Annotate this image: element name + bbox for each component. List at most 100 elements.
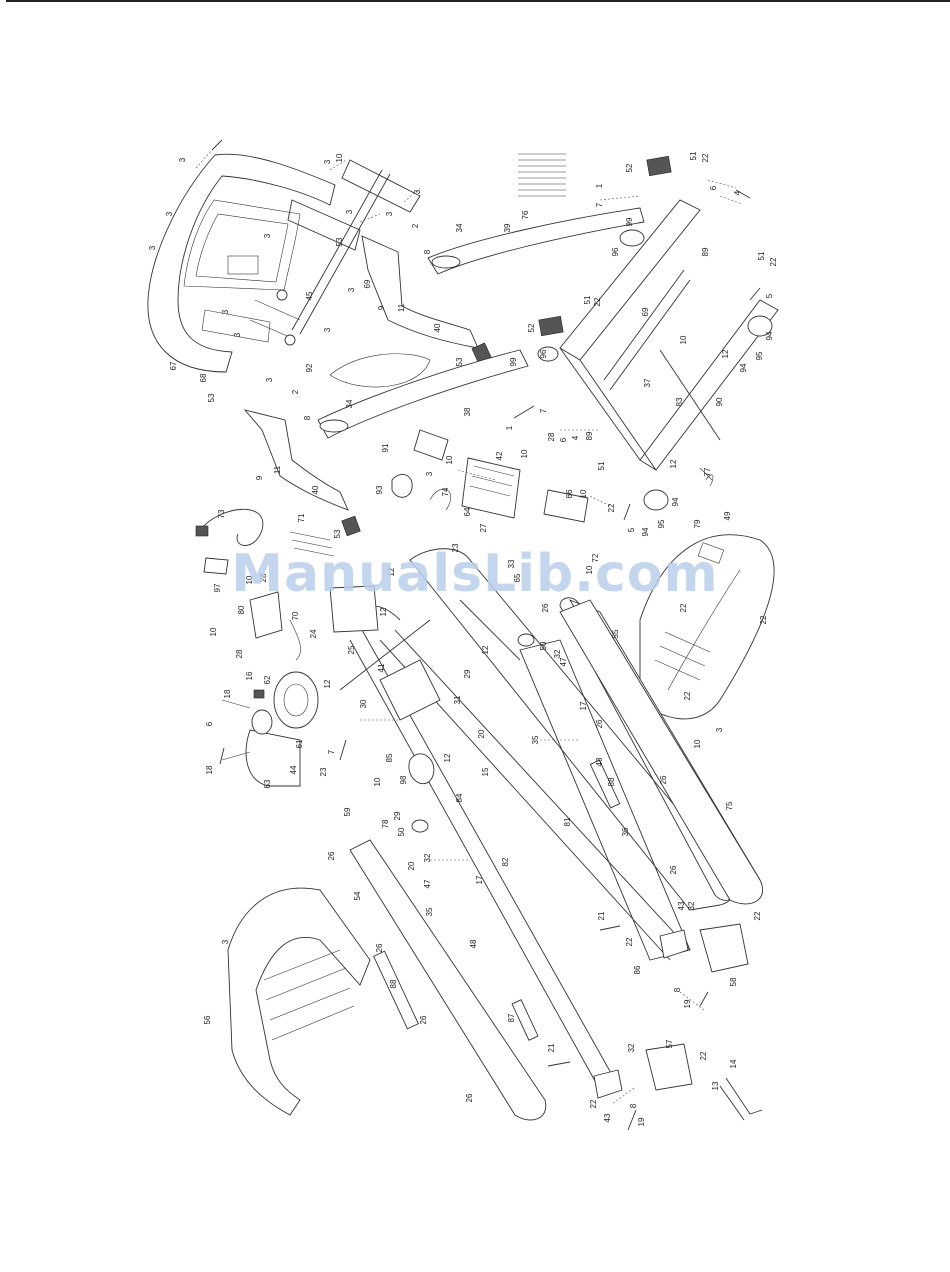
part-callout: 22 [625,937,634,946]
part-callout: 89 [585,431,594,440]
part-callout: 10 [335,153,344,162]
part-callout: 40 [433,323,442,332]
part-callout: 28 [259,573,268,582]
part-callout: 12 [721,349,730,358]
part-callout: 29 [463,669,472,678]
part-callout: 8 [303,415,312,420]
part-callout: 12 [379,607,388,616]
part-callout: 19 [637,1117,646,1126]
part-callout: 7 [539,408,548,413]
part-callout: 4 [733,190,742,195]
part-callout: 52 [625,163,634,172]
part-callout: 22 [701,153,710,162]
part-callout: 26 [327,851,336,860]
part-callout: 9 [255,475,264,480]
part-callout: 2 [411,223,420,228]
part-callout: 58 [729,977,738,986]
part-callout: 62 [263,675,272,684]
part-callout: 81 [563,817,572,826]
part-callout: 38 [463,407,472,416]
top-rule [6,0,950,2]
part-callout: 3 [221,939,230,944]
part-callout: 27 [479,523,488,532]
part-callout: 97 [213,583,222,592]
part-callout: 3 [323,159,332,164]
part-callout: 3 [345,209,354,214]
part-callout: 93 [375,485,384,494]
side-rails [349,599,764,1121]
part-callout: 26 [419,1015,428,1024]
part-callout: 22 [589,1099,598,1108]
part-callout: 43 [677,901,686,910]
part-callout: 15 [481,767,490,776]
drive-motor [221,671,319,787]
part-callout: 95 [755,351,764,360]
part-callout: 94 [641,527,650,536]
part-callout: 32 [687,901,696,910]
part-callout: 44 [289,765,298,774]
part-callout: 50 [539,641,548,650]
part-callout: 22 [699,1051,708,1060]
part-callout: 53 [207,393,216,402]
part-callout: 12 [481,645,490,654]
part-callout: 13 [711,1081,720,1090]
part-callout: 59 [343,807,352,816]
part-callout: 23 [451,543,460,552]
part-callout: 75 [725,801,734,810]
part-callout: 1 [595,183,604,188]
part-callout: 10 [445,455,454,464]
part-callout: 48 [469,939,478,948]
part-callout: 86 [633,965,642,974]
part-callout: 69 [363,279,372,288]
part-callout: 83 [675,397,684,406]
part-callout: 31 [453,695,462,704]
part-callout: 16 [245,671,254,680]
part-callout: 3 [178,157,187,162]
hex-keys [719,1077,763,1121]
part-callout: 96 [611,247,620,256]
part-callout: 10 [245,575,254,584]
part-callout: 14 [729,1059,738,1068]
part-callout: 43 [603,1113,612,1122]
part-callout: 11 [273,465,282,474]
part-callout: 22 [607,503,616,512]
motor-hood [639,534,775,720]
part-callout: 17 [579,701,588,710]
part-callout: 3 [263,233,272,238]
part-callout: 10 [579,489,588,498]
part-callout: 9 [377,305,386,310]
part-callout: 20 [407,861,416,870]
part-callout: 10 [373,777,382,786]
power-cord [195,508,335,557]
part-callout: 40 [311,485,320,494]
console-assembly [147,153,361,373]
part-callout: 21 [547,1043,556,1052]
part-callout: 22 [679,603,688,612]
part-callout: 22 [769,257,778,266]
screws [211,139,761,1131]
part-callout: 80 [237,605,246,614]
part-callout: 7 [595,202,604,207]
wire-bundle [518,153,566,197]
part-callout: 22 [593,297,602,306]
part-callout: 64 [463,507,472,516]
part-callout: 79 [693,519,702,528]
part-callout: 78 [381,819,390,828]
part-callout: 3 [265,377,274,382]
upright-base-frame [537,155,779,511]
part-callout: 74 [441,487,450,496]
part-callout: 94 [765,331,774,340]
part-callout: 10 [585,565,594,574]
part-callout: 99 [625,217,634,226]
part-callout: 10 [209,627,218,636]
part-callout: 45 [305,291,314,300]
part-callout: 26 [541,603,550,612]
front-guard [227,887,371,1116]
part-callout: 37 [643,378,652,387]
part-callout: 88 [607,777,616,786]
part-callout: 3 [221,309,230,314]
part-callout: 92 [305,363,314,372]
part-callout: 70 [291,611,300,620]
